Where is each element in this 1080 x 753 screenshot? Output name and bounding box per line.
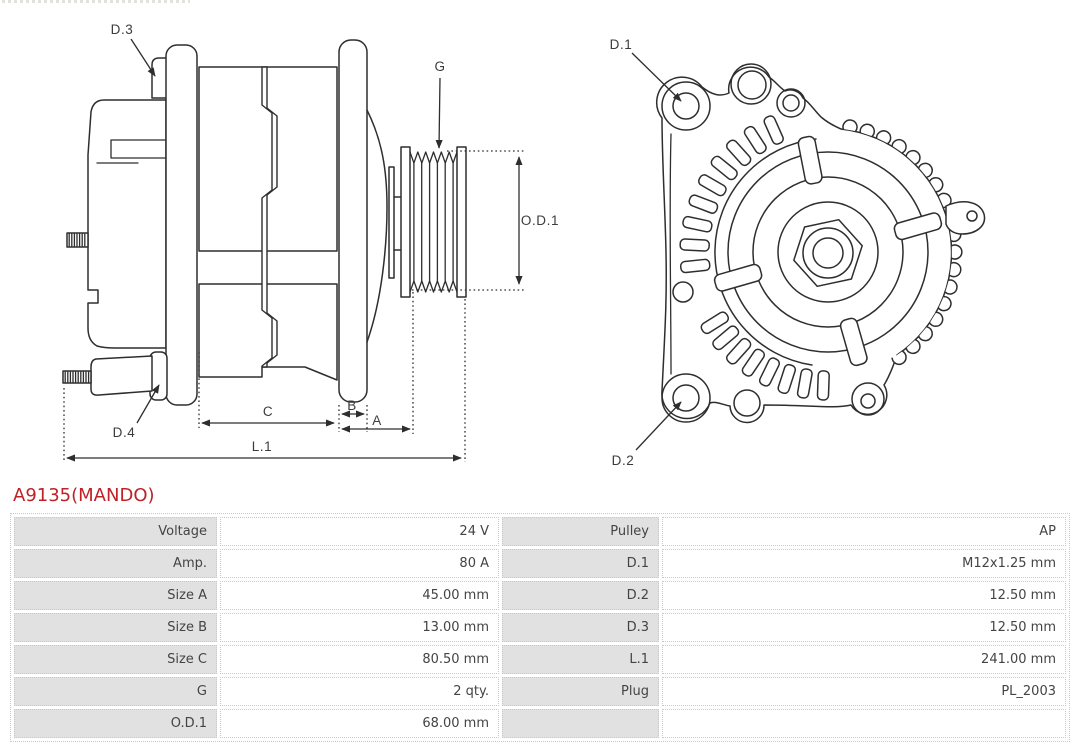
spec-label: Pulley bbox=[502, 517, 659, 546]
spec-value: 13.00 mm bbox=[220, 613, 499, 642]
dim-label-l1: L.1 bbox=[252, 439, 273, 454]
spec-label: Plug bbox=[502, 677, 659, 706]
pulley-grooves bbox=[409, 151, 458, 293]
table-row: G 2 qty. Plug PL_2003 bbox=[14, 677, 1066, 706]
spec-value: 12.50 mm bbox=[662, 581, 1066, 610]
dim-label-d1: D.1 bbox=[610, 37, 633, 52]
cooling-vent-slots bbox=[679, 115, 830, 401]
table-row: Size A 45.00 mm D.2 12.50 mm bbox=[14, 581, 1066, 610]
spec-label: O.D.1 bbox=[14, 709, 217, 738]
dim-label-c: C bbox=[263, 404, 273, 419]
spec-label: Size C bbox=[14, 645, 217, 674]
spec-value: M12x1.25 mm bbox=[662, 549, 1066, 578]
spec-value bbox=[662, 709, 1066, 738]
dim-label-b: B bbox=[347, 398, 357, 413]
stud-thread-hatching bbox=[64, 233, 90, 383]
spec-label: G bbox=[14, 677, 217, 706]
spec-value: 12.50 mm bbox=[662, 613, 1066, 642]
spec-table: Voltage 24 V Pulley AP Amp. 80 A D.1 M12… bbox=[10, 513, 1070, 742]
table-row: Size B 13.00 mm D.3 12.50 mm bbox=[14, 613, 1066, 642]
cropped-logo-edge bbox=[2, 0, 190, 3]
spec-value: 45.00 mm bbox=[220, 581, 499, 610]
spec-label: Size A bbox=[14, 581, 217, 610]
table-row: Size C 80.50 mm L.1 241.00 mm bbox=[14, 645, 1066, 674]
spec-label: Size B bbox=[14, 613, 217, 642]
spec-value: 2 qty. bbox=[220, 677, 499, 706]
alternator-front-view bbox=[655, 63, 986, 424]
fan-spokes bbox=[713, 135, 943, 367]
spec-value: 241.00 mm bbox=[662, 645, 1066, 674]
spec-label: D.1 bbox=[502, 549, 659, 578]
spec-label: D.3 bbox=[502, 613, 659, 642]
dim-label-od1: O.D.1 bbox=[521, 213, 559, 228]
part-number: A9135(MANDO) bbox=[13, 485, 155, 506]
spec-value: 24 V bbox=[220, 517, 499, 546]
spec-value: PL_2003 bbox=[662, 677, 1066, 706]
spec-value: 80.50 mm bbox=[220, 645, 499, 674]
alternator-side-view bbox=[62, 39, 467, 406]
table-row: Amp. 80 A D.1 M12x1.25 mm bbox=[14, 549, 1066, 578]
table-row: Voltage 24 V Pulley AP bbox=[14, 517, 1066, 546]
table-row: O.D.1 68.00 mm bbox=[14, 709, 1066, 738]
spec-label: L.1 bbox=[502, 645, 659, 674]
spec-label: Amp. bbox=[14, 549, 217, 578]
side-view-annotations: D.3 D.4 G O.D.1 C B A L.1 bbox=[63, 22, 559, 462]
spec-label: D.2 bbox=[502, 581, 659, 610]
spec-label: Voltage bbox=[14, 517, 217, 546]
spec-value: 80 A bbox=[220, 549, 499, 578]
dim-label-d3: D.3 bbox=[111, 22, 134, 37]
spec-label bbox=[502, 709, 659, 738]
technical-drawing: D.3 D.4 G O.D.1 C B A L.1 bbox=[62, 22, 986, 468]
front-view-annotations: D.1 D.2 bbox=[610, 37, 682, 468]
spec-value: 68.00 mm bbox=[220, 709, 499, 738]
dim-label-a: A bbox=[372, 413, 382, 428]
dim-label-d4: D.4 bbox=[113, 425, 136, 440]
spec-value: AP bbox=[662, 517, 1066, 546]
dim-label-d2: D.2 bbox=[612, 453, 635, 468]
dim-label-g: G bbox=[434, 59, 445, 74]
